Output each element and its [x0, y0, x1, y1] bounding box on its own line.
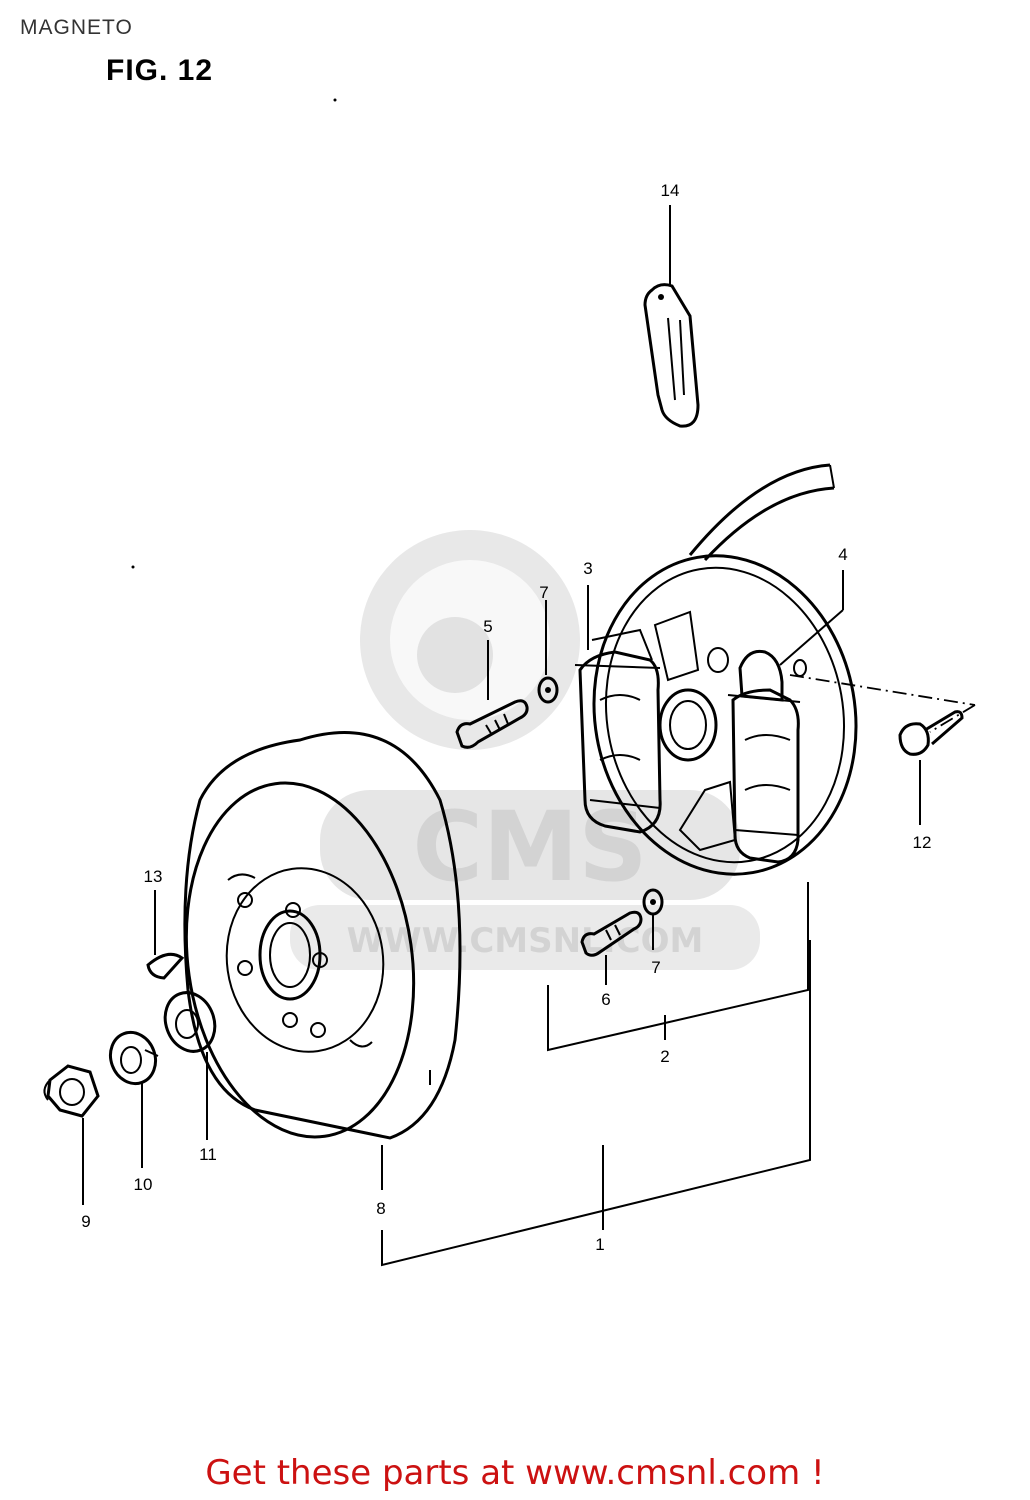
callout-6: 6 [601, 990, 610, 1009]
callout-7-top: 7 [539, 583, 548, 602]
part-8-flywheel [183, 731, 462, 1140]
part-2-stator-plate [592, 463, 858, 876]
part-6-screw [580, 910, 643, 957]
callout-5: 5 [483, 617, 492, 636]
callout-10: 10 [134, 1175, 153, 1194]
callout-13: 13 [144, 867, 163, 886]
part-7-washer-top [537, 676, 559, 704]
part-14-clamp [643, 205, 700, 428]
callout-7-bottom: 7 [651, 958, 660, 977]
callout-14: 14 [661, 181, 680, 200]
cms-watermark: CMS WWW.CMSNL.COM [290, 530, 760, 970]
part-7-washer-bottom [642, 888, 664, 916]
callout-1: 1 [595, 1235, 604, 1254]
callout-labels: 1 2 3 4 5 6 7 7 8 9 10 11 12 13 14 [81, 181, 931, 1254]
part-10-lockwasher [108, 1030, 159, 1086]
callout-3: 3 [583, 559, 592, 578]
callout-8: 8 [376, 1199, 385, 1218]
page-title: MAGNETO [20, 16, 133, 39]
part-5-screw [455, 699, 529, 749]
part-11-washer [163, 991, 217, 1053]
callout-9: 9 [81, 1212, 90, 1231]
callout-2: 2 [660, 1047, 669, 1066]
part-9-nut [43, 1064, 100, 1118]
callout-11: 11 [199, 1145, 217, 1164]
callout-4: 4 [838, 545, 847, 564]
part-4-coil [727, 649, 801, 864]
watermark-url: WWW.CMSNL.COM [347, 921, 704, 961]
part-13-key [146, 952, 185, 980]
part-3-coil [574, 628, 662, 834]
part-12-screw [898, 710, 964, 756]
callout-12: 12 [913, 833, 932, 852]
figure-label: FIG. 12 [106, 54, 214, 87]
get-parts-link[interactable]: Get these parts at www.cmsnl.com ! [205, 1453, 825, 1493]
leader-lines [82, 570, 976, 1267]
watermark-brand: CMS [412, 791, 647, 903]
